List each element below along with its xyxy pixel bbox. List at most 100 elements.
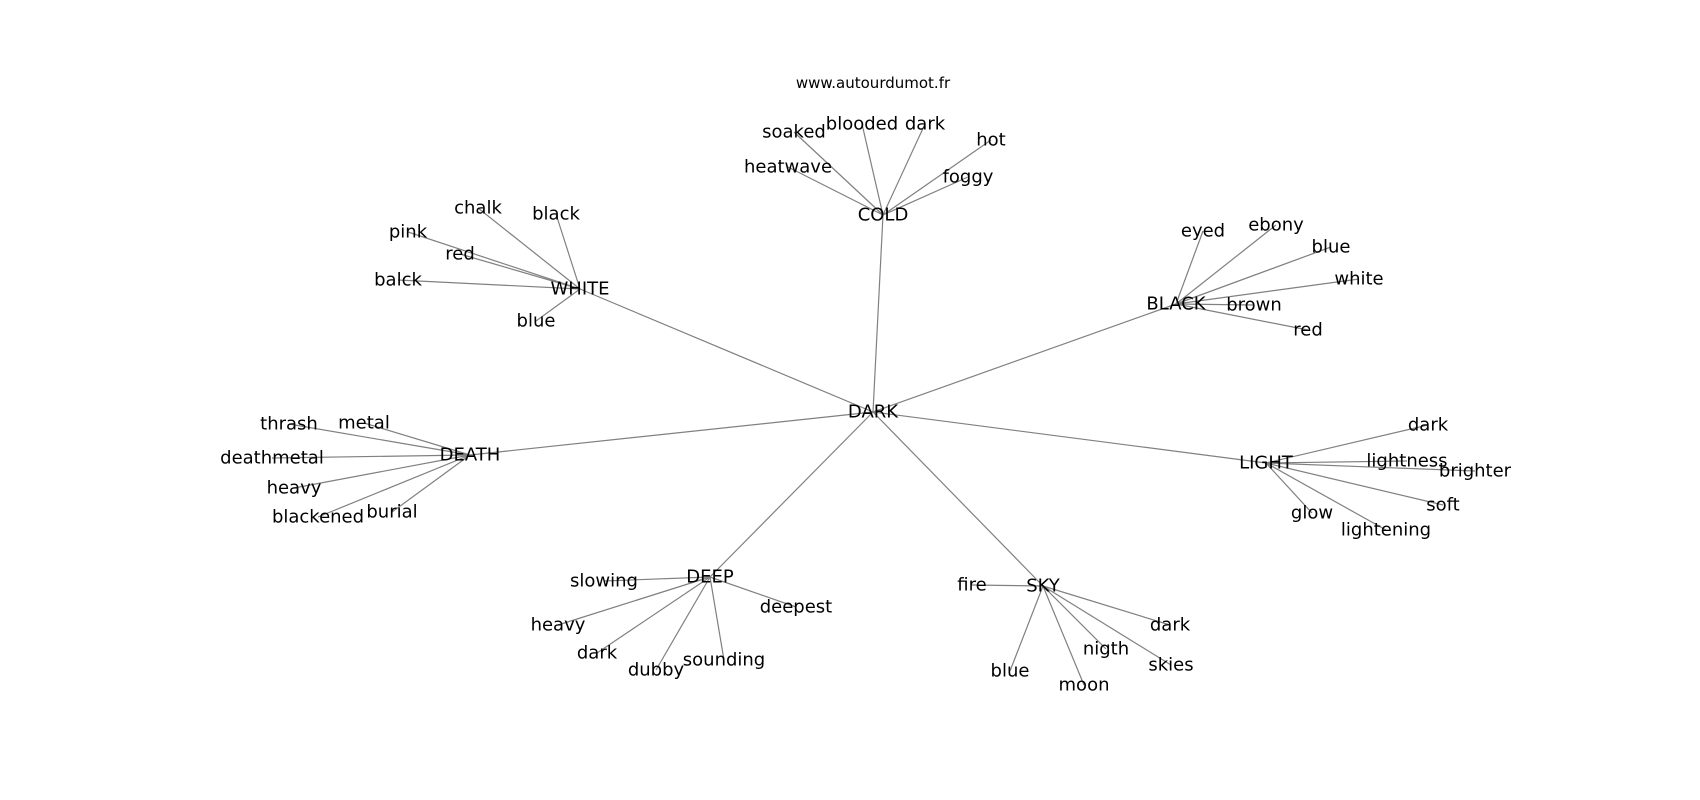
- leaf-node-light-lightening: lightening: [1341, 520, 1431, 541]
- edge-light-dark: [1265, 424, 1429, 464]
- leaf-node-sky-fire: fire: [957, 575, 986, 596]
- edge-death-deathmetal: [271, 454, 471, 459]
- edge-death-blackened: [317, 454, 471, 518]
- edge-light-soft: [1265, 462, 1444, 506]
- edge-sky-skies: [1042, 585, 1172, 666]
- hub-node-death: DEATH: [440, 445, 501, 466]
- edge-light-glow: [1265, 462, 1313, 514]
- edge-black-brown: [1175, 303, 1255, 306]
- leaf-node-black-eyed: eyed: [1181, 221, 1225, 242]
- edge-sky-fire: [971, 584, 1044, 587]
- leaf-node-cold-blooded: blooded: [826, 114, 898, 135]
- leaf-node-light-soft: soft: [1426, 495, 1459, 516]
- watermark-text: www.autourdumot.fr: [796, 74, 951, 92]
- leaf-node-white-blue: blue: [517, 311, 556, 332]
- hub-node-black: BLACK: [1146, 294, 1206, 315]
- leaf-node-death-metal: metal: [338, 413, 390, 434]
- edge-sky-moon: [1042, 585, 1085, 686]
- leaf-node-black-white: white: [1334, 269, 1383, 290]
- edge-deep-deepest: [709, 576, 797, 608]
- edge-sky-blue: [1009, 585, 1044, 672]
- leaf-node-death-heavy: heavy: [267, 478, 322, 499]
- leaf-node-white-black: black: [532, 204, 580, 225]
- edge-death-heavy: [293, 454, 471, 489]
- edge-white-red: [459, 253, 581, 290]
- leaf-node-black-blue: blue: [1312, 237, 1351, 258]
- center-node-dark: DARK: [848, 402, 899, 423]
- edge-sky-dark: [1042, 585, 1171, 626]
- leaf-node-cold-hot: hot: [976, 130, 1005, 151]
- edge-death-thrash: [288, 423, 471, 456]
- edge-deep-dubby: [655, 576, 711, 671]
- leaf-node-deep-dark: dark: [577, 643, 618, 664]
- leaf-node-death-deathmetal: deathmetal: [220, 448, 324, 469]
- leaf-node-sky-blue: blue: [991, 661, 1030, 682]
- hub-node-cold: COLD: [858, 205, 909, 226]
- edge-black-white: [1175, 278, 1360, 305]
- edges-layer: [271, 123, 1476, 686]
- leaf-node-light-dark: dark: [1408, 415, 1449, 436]
- leaf-node-death-thrash: thrash: [260, 414, 318, 435]
- leaf-node-cold-soaked: soaked: [762, 122, 826, 143]
- hub-node-white: WHITE: [550, 279, 609, 300]
- edge-white-blue: [535, 288, 581, 322]
- edge-center-deep: [709, 411, 874, 578]
- leaf-node-black-red: red: [1293, 320, 1323, 341]
- leaf-node-deep-slowing: slowing: [570, 571, 638, 592]
- edge-center-sky: [872, 411, 1044, 587]
- leaf-node-light-lightness: lightness: [1366, 451, 1447, 472]
- edge-center-black: [872, 303, 1177, 413]
- edge-white-pink: [407, 231, 581, 290]
- edge-deep-dark: [596, 576, 711, 654]
- leaf-node-light-brighter: brighter: [1439, 461, 1512, 482]
- leaf-node-light-glow: glow: [1291, 503, 1333, 524]
- leaf-node-deep-dubby: dubby: [628, 660, 685, 681]
- leaf-node-cold-dark: dark: [905, 114, 946, 135]
- edge-center-white: [579, 288, 874, 413]
- edge-deep-slowing: [603, 576, 711, 582]
- edge-black-ebony: [1175, 224, 1277, 305]
- edge-light-lightening: [1265, 462, 1387, 531]
- leaf-node-white-pink: pink: [389, 222, 428, 243]
- leaf-node-black-brown: brown: [1226, 295, 1282, 316]
- leaf-node-deep-sounding: sounding: [683, 650, 765, 671]
- edge-light-brighter: [1265, 462, 1476, 472]
- leaf-node-sky-nigth: nigth: [1083, 639, 1129, 660]
- edge-center-cold: [872, 214, 884, 413]
- leaf-node-cold-foggy: foggy: [943, 167, 994, 188]
- edge-light-lightness: [1265, 460, 1408, 464]
- edge-cold-foggy: [882, 176, 969, 216]
- edge-sky-nigth: [1042, 585, 1107, 650]
- leaf-node-sky-moon: moon: [1059, 675, 1110, 696]
- leaf-node-cold-heatwave: heatwave: [744, 157, 832, 178]
- edge-cold-hot: [882, 139, 992, 216]
- leaf-node-death-blackened: blackened: [272, 507, 364, 528]
- edge-deep-sounding: [709, 576, 725, 661]
- edge-black-blue: [1175, 246, 1332, 305]
- leaf-node-black-ebony: ebony: [1248, 215, 1304, 236]
- leaf-node-white-balck: balck: [374, 270, 422, 291]
- edge-black-eyed: [1175, 230, 1204, 305]
- leaf-node-sky-dark: dark: [1150, 615, 1191, 636]
- leaf-node-deep-deepest: deepest: [760, 597, 833, 618]
- edge-cold-dark: [882, 123, 926, 216]
- edge-death-burial: [391, 454, 471, 513]
- edge-cold-heatwave: [787, 166, 884, 216]
- edge-cold-blooded: [861, 123, 884, 216]
- edge-death-metal: [363, 422, 471, 456]
- edge-deep-heavy: [557, 576, 711, 626]
- edge-cold-soaked: [793, 131, 884, 216]
- hub-node-light: LIGHT: [1239, 453, 1294, 474]
- leaf-node-death-burial: burial: [366, 502, 417, 523]
- leaf-node-white-chalk: chalk: [454, 198, 502, 219]
- edge-center-light: [872, 411, 1267, 464]
- leaf-node-deep-heavy: heavy: [531, 615, 586, 636]
- leaf-node-white-red: red: [445, 244, 475, 265]
- edge-white-chalk: [477, 207, 581, 290]
- edge-white-balck: [397, 279, 581, 290]
- hub-node-sky: SKY: [1026, 576, 1061, 597]
- edge-black-red: [1175, 303, 1309, 331]
- leaf-node-sky-skies: skies: [1148, 655, 1193, 676]
- edge-center-death: [469, 411, 874, 456]
